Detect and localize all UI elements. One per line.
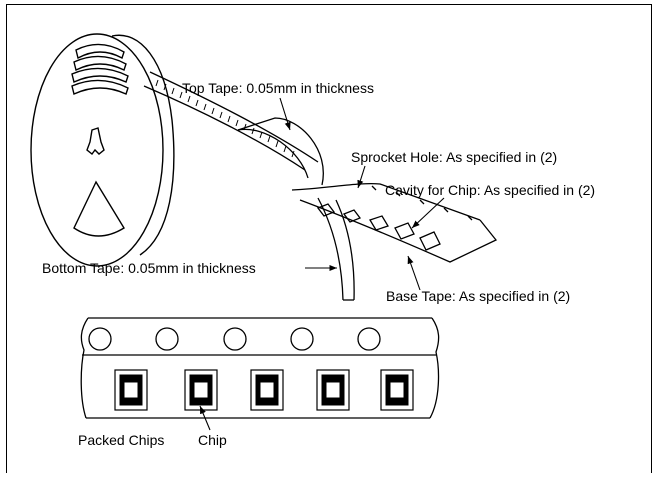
- reel: [30, 33, 175, 267]
- arrow-base-tape: [407, 255, 421, 291]
- cavities-row: [114, 369, 414, 411]
- leader-arrows: [199, 97, 445, 431]
- diagram-frame: [6, 4, 652, 473]
- label-cavity: Cavity for Chip: As specified in (2): [385, 182, 595, 198]
- label-bottom-tape: Bottom Tape: 0.05mm in thickness: [42, 260, 256, 276]
- label-packed-chips: Packed Chips: [78, 432, 164, 448]
- arrow-sprocket-hole: [357, 165, 366, 189]
- arrow-cavity: [411, 197, 445, 229]
- top-tape: [143, 71, 324, 186]
- cavity-5: [380, 369, 414, 411]
- base-tape: [291, 182, 498, 263]
- label-base-tape: Base Tape: As specified in (2): [386, 288, 570, 304]
- cavity-4: [316, 369, 350, 411]
- arrow-chip: [199, 405, 211, 431]
- label-top-tape: Top Tape: 0.05mm in thickness: [182, 80, 374, 96]
- packed-chips-strip: [80, 317, 440, 419]
- label-chip: Chip: [198, 432, 227, 448]
- arrow-top-tape: [279, 97, 291, 131]
- sprocket-holes: [88, 327, 381, 351]
- cavity-3: [250, 369, 284, 411]
- cavity-2: [184, 369, 218, 411]
- cavity-1: [114, 369, 148, 411]
- label-sprocket-hole: Sprocket Hole: As specified in (2): [351, 149, 557, 165]
